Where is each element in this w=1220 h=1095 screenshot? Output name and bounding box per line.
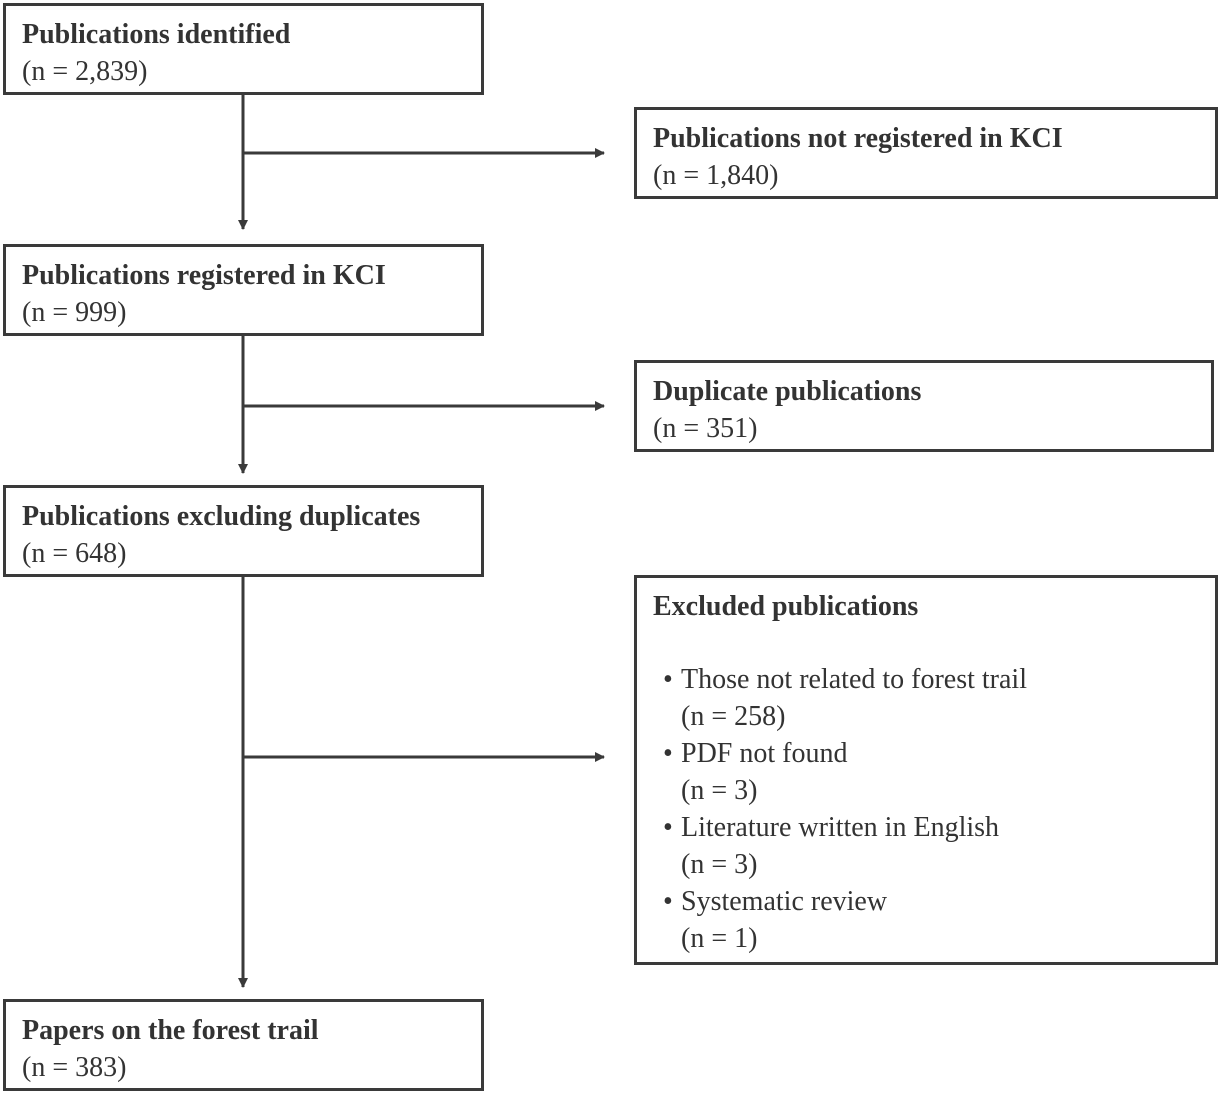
bullet-icon: • (663, 664, 673, 695)
exclusion-reason: • Literature written in English (n = 3) (663, 809, 1215, 883)
box-title: Papers on the forest trail (22, 1015, 319, 1046)
exclusion-reason: • PDF not found (n = 3) (663, 735, 1215, 809)
box-title: Publications excluding duplicates (22, 501, 421, 532)
box-registered-in-kci: Publications registered in KCI (n = 999) (3, 244, 484, 336)
box-papers-on-forest-trail: Papers on the forest trail (n = 383) (3, 999, 484, 1091)
box-excluding-duplicates: Publications excluding duplicates (n = 6… (3, 485, 484, 577)
box-not-registered-in-kci: Publications not registered in KCI (n = … (634, 107, 1218, 199)
reason-label: Those not related to forest trail (681, 664, 1027, 695)
exclusion-reasons-list: • Those not related to forest trail (n =… (653, 661, 1215, 957)
bullet-icon: • (663, 738, 673, 769)
box-count: (n = 351) (653, 413, 758, 444)
reason-label: Systematic review (681, 886, 888, 917)
exclusion-reason: • Systematic review (n = 1) (663, 883, 1215, 957)
box-publications-identified: Publications identified (n = 2,839) (3, 3, 484, 95)
box-count: (n = 2,839) (22, 56, 148, 87)
bullet-icon: • (663, 812, 673, 843)
bullet-icon: • (663, 886, 673, 917)
reason-count: (n = 1) (681, 923, 758, 954)
reason-count: (n = 258) (681, 701, 786, 732)
reason-label: Literature written in English (681, 812, 1000, 843)
box-excluded-publications: Excluded publications • Those not relate… (634, 575, 1218, 965)
reason-count: (n = 3) (681, 849, 758, 880)
box-count: (n = 999) (22, 297, 127, 328)
box-count: (n = 383) (22, 1052, 127, 1083)
box-title: Duplicate publications (653, 376, 922, 407)
reason-count: (n = 3) (681, 775, 758, 806)
box-count: (n = 648) (22, 538, 127, 569)
box-title: Publications identified (22, 19, 291, 50)
exclusion-reason: • Those not related to forest trail (n =… (663, 661, 1215, 735)
box-count: (n = 1,840) (653, 160, 779, 191)
reason-label: PDF not found (681, 738, 848, 769)
box-duplicate-publications: Duplicate publications (n = 351) (634, 360, 1214, 452)
box-title: Publications registered in KCI (22, 260, 386, 291)
box-title: Publications not registered in KCI (653, 123, 1063, 154)
box-title: Excluded publications (653, 591, 919, 622)
